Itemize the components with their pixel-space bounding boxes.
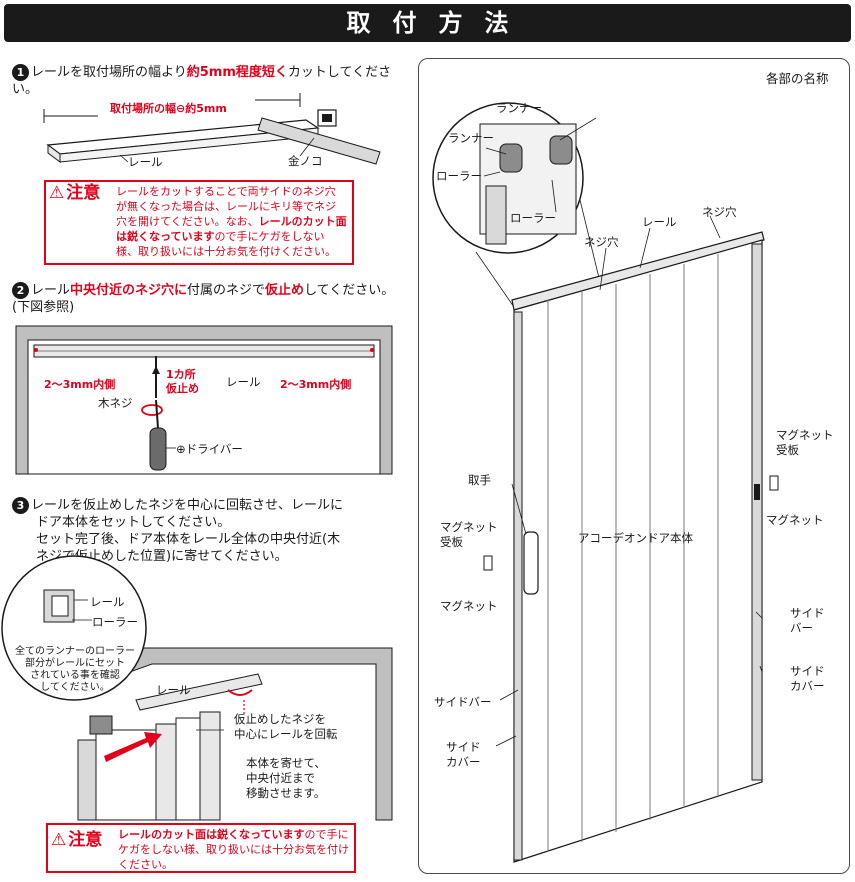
step2-driver-label: ⊕ドライバー <box>176 442 243 456</box>
parts-rail: レール <box>642 215 677 229</box>
step1-text-a: レールを取付場所の幅より <box>31 65 187 80</box>
parts-runner-2: ランナー <box>448 131 494 145</box>
caution-box-1: ⚠注意 レールをカットすることで両サイドのネジ穴 が無くなった場合は、レールにキ… <box>44 180 354 265</box>
parts-side-bar-left: サイドバー <box>434 695 492 709</box>
step3-rail-label: レール <box>90 595 125 609</box>
step1-text-b: カットしてください。 <box>12 65 392 97</box>
parts-screw-hole-2: ネジ穴 <box>584 235 619 249</box>
caution2-title: ⚠注意 <box>51 830 103 850</box>
parts-roller-2: ローラー <box>510 211 556 225</box>
step2-rail-label: レール <box>226 375 261 389</box>
parts-runner-1: ランナー <box>496 101 542 115</box>
step1-rail-label: レール <box>128 155 163 169</box>
parts-side-bar-right: サイド バー <box>790 606 825 635</box>
parts-panel <box>418 58 850 874</box>
caution2-body: レールのカット面は鋭くなっていますので手に ケガをしない様、取り扱いには十分お気… <box>118 828 349 871</box>
parts-screw-hole-1: ネジ穴 <box>702 205 737 219</box>
warning-icon: ⚠ <box>51 830 67 850</box>
step3-rail-label-2: レール <box>156 683 191 697</box>
step3-confirm-note: 全てのランナーのローラー 部分がレールにセット されている事を確認 してください… <box>15 646 135 693</box>
parts-side-cover-right: サイド カバー <box>790 664 825 693</box>
step3-number: 3 <box>12 497 29 514</box>
step1-saw-label: 金ノコ <box>288 154 323 168</box>
step3-rotate-note: 仮止めしたネジを 中心にレールを回転 <box>234 712 338 741</box>
step2-right-side: 2～3mm内側 <box>280 378 352 391</box>
parts-roller-1: ローラー <box>436 169 482 183</box>
caution1-title: ⚠注意 <box>49 183 101 203</box>
step1-width-label: 取付場所の幅⊖約5mm <box>110 102 227 115</box>
parts-title: 各部の名称 <box>766 71 829 86</box>
step2-point1: 1カ所 <box>166 368 196 381</box>
caution1-body: レールをカットすることで両サイドのネジ穴 が無くなった場合は、レールにキリ等でネ… <box>116 185 347 258</box>
step2-left-side: 2～3mm内側 <box>44 378 116 391</box>
caution-box-2: ⚠注意 レールのカット面は鋭くなっていますので手に ケガをしない様、取り扱いには… <box>46 823 356 873</box>
warning-icon: ⚠ <box>49 183 65 203</box>
parts-magnet-1: マグネット <box>440 599 498 613</box>
step3-roller-label: ローラー <box>92 615 138 629</box>
step3-move-note: 本体を寄せて、 中央付近まで 移動させます。 <box>246 756 326 800</box>
parts-magnet-plate-1: マグネット 受板 <box>440 520 498 549</box>
parts-magnet-2: マグネット <box>766 513 824 527</box>
parts-body: アコーデオンドア本体 <box>578 531 693 545</box>
page-title: 取付方法 <box>4 4 851 42</box>
parts-magnet-plate-2: マグネット 受板 <box>776 428 834 457</box>
step2-point2: 仮止め <box>166 382 199 395</box>
step2-number: 2 <box>12 282 29 299</box>
parts-handle: 取手 <box>468 473 491 487</box>
parts-side-cover-left: サイド カバー <box>446 740 481 769</box>
step1-text-red: 約5mm程度短く <box>186 65 288 80</box>
step2-screw-label: 木ネジ <box>98 396 133 410</box>
step1-number: 1 <box>12 64 29 81</box>
